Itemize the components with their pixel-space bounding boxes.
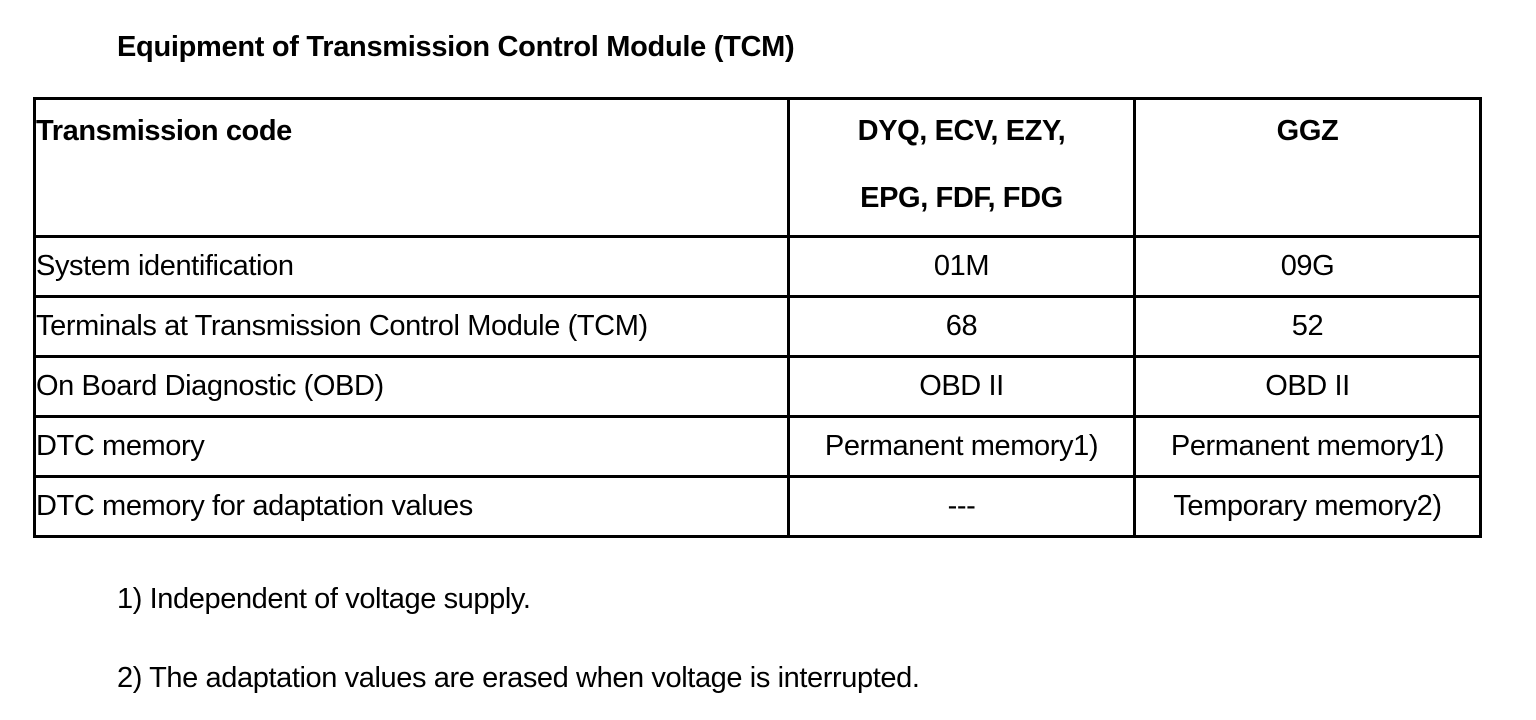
row-value-col2: --- <box>787 475 1136 538</box>
row-value-col2: OBD II <box>787 355 1136 418</box>
table-row: DTC memory for adaptation values --- Tem… <box>33 475 1482 538</box>
equipment-table: Transmission code DYQ, ECV, EZY, EPG, FD… <box>33 97 1482 538</box>
row-value-col3: Temporary memory2) <box>1133 475 1482 538</box>
row-label: DTC memory for adaptation values <box>33 475 790 538</box>
row-value-col2: 01M <box>787 235 1136 298</box>
row-value-col3: Permanent memory1) <box>1133 415 1482 478</box>
table-row: Terminals at Transmission Control Module… <box>33 295 1482 358</box>
header-codes-line2: EPG, FDF, FDG <box>860 182 1063 214</box>
row-value-col3: 09G <box>1133 235 1482 298</box>
table-row: On Board Diagnostic (OBD) OBD II OBD II <box>33 355 1482 418</box>
table-row: DTC memory Permanent memory1) Permanent … <box>33 415 1482 478</box>
row-value-col3: 52 <box>1133 295 1482 358</box>
row-label: Terminals at Transmission Control Module… <box>33 295 790 358</box>
footnote-2: 2) The adaptation values are erased when… <box>117 662 920 694</box>
row-label: DTC memory <box>33 415 790 478</box>
table-header-row: Transmission code DYQ, ECV, EZY, EPG, FD… <box>33 97 1482 238</box>
row-label: On Board Diagnostic (OBD) <box>33 355 790 418</box>
row-value-col2: Permanent memory1) <box>787 415 1136 478</box>
row-label: System identification <box>33 235 790 298</box>
header-label-cell: Transmission code <box>33 97 790 238</box>
header-codes-line1: DYQ, ECV, EZY, <box>857 115 1066 147</box>
header-ggz-cell: GGZ <box>1133 97 1482 238</box>
table-row: System identification 01M 09G <box>33 235 1482 298</box>
header-label: Transmission code <box>36 115 292 147</box>
row-value-col2: 68 <box>787 295 1136 358</box>
row-value-col3: OBD II <box>1133 355 1482 418</box>
header-ggz: GGZ <box>1276 115 1339 147</box>
header-codes-cell: DYQ, ECV, EZY, EPG, FDF, FDG <box>787 97 1136 238</box>
footnote-1: 1) Independent of voltage supply. <box>117 583 531 615</box>
document-title: Equipment of Transmission Control Module… <box>117 31 795 63</box>
